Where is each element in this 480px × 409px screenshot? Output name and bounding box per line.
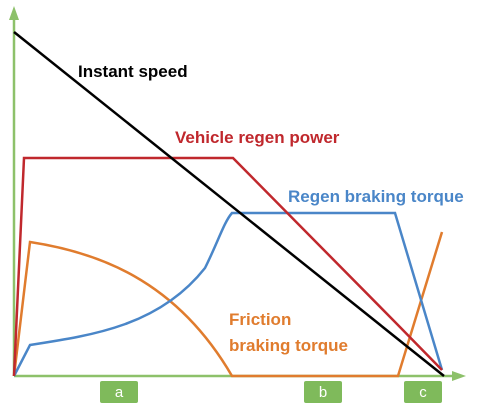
vehicle-regen-power-curve xyxy=(12,156,443,377)
phase-c-label: c xyxy=(419,384,427,401)
vehicle-regen-power-label: Vehicle regen power xyxy=(175,128,340,147)
instant-speed-label: Instant speed xyxy=(78,62,188,81)
phase-b-box xyxy=(304,381,342,403)
regen-braking-torque-label: Regen braking torque xyxy=(288,187,464,206)
friction-braking-torque-label-line2: braking torque xyxy=(229,336,348,355)
phase-a-box xyxy=(100,381,138,403)
regen-braking-torque-curve xyxy=(12,211,444,377)
phase-c: c xyxy=(404,381,442,403)
friction-braking-torque-curve xyxy=(12,231,444,378)
instant-speed-line xyxy=(13,31,445,377)
phase-a-label: a xyxy=(115,384,124,401)
friction-braking-torque-label-line1: Friction xyxy=(229,310,291,329)
phase-b-label: b xyxy=(319,384,327,401)
x-axis-arrow xyxy=(452,371,466,381)
y-axis-arrow xyxy=(9,6,19,20)
phase-b: b xyxy=(304,381,342,403)
phase-c-box xyxy=(404,381,442,403)
phase-a: a xyxy=(100,381,138,403)
